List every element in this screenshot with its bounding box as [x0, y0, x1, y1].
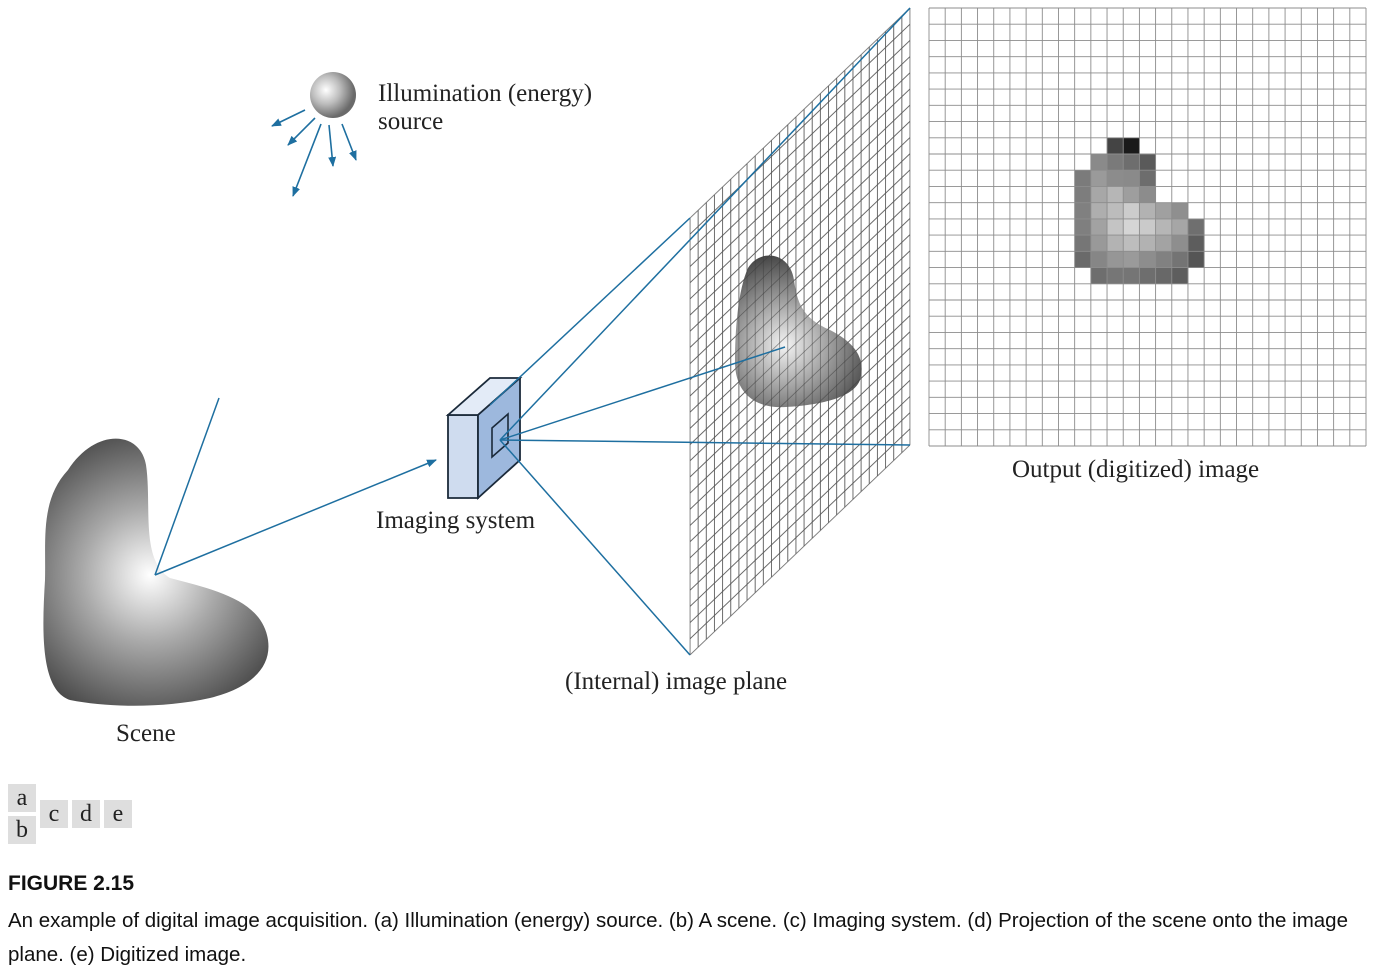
digitized-pixel: [1123, 137, 1140, 155]
digitized-pixel: [1107, 170, 1124, 187]
figure-caption: FIGURE 2.15 An example of digital image …: [8, 872, 1368, 972]
projection-rays: [154, 7, 911, 656]
digitized-pixel: [1123, 218, 1140, 236]
digitized-pixel: [1123, 202, 1140, 220]
digitized-pixel: [1107, 202, 1124, 220]
illumination-ray: [341, 123, 357, 161]
digitized-pixel: [1171, 202, 1189, 220]
digitized-pixel: [1090, 154, 1108, 171]
digitized-pixel: [1171, 218, 1189, 236]
digitized-pixel: [1090, 186, 1108, 203]
incident-ray: [154, 397, 220, 576]
digitized-pixel: [1155, 267, 1173, 285]
image-plane-grid-overlay: [690, 8, 910, 655]
digitized-pixel: [1123, 267, 1140, 285]
digitized-pixel: [1139, 154, 1156, 171]
projected-object: [735, 255, 862, 408]
imaging-system-box: [445, 376, 523, 501]
digitized-pixel: [1155, 218, 1173, 236]
figure-stage: Illumination (energy) source Imaging sys…: [43, 7, 1367, 747]
panel-c: c: [40, 800, 68, 828]
digitized-pixel: [1107, 267, 1124, 285]
illumination-rays: [271, 109, 357, 197]
scene-label: Scene: [116, 720, 176, 747]
panel-d: d: [72, 800, 100, 828]
digitized-pixel: [1155, 202, 1173, 220]
digitized-pixel: [1107, 251, 1124, 268]
digitized-pixel: [1107, 137, 1124, 155]
digitized-pixel: [1090, 202, 1108, 220]
illumination-ray: [292, 123, 322, 197]
digitized-pixel: [1171, 235, 1189, 252]
figure-number: FIGURE 2.15: [8, 872, 135, 895]
panel-b: b: [8, 816, 36, 844]
reflected-ray: [154, 459, 437, 576]
panel-e: e: [104, 800, 132, 828]
digitized-pixel: [1155, 235, 1173, 252]
digitized-pixel: [1139, 170, 1156, 187]
digitized-pixel: [1171, 251, 1189, 268]
digitized-pixel: [1107, 235, 1124, 252]
illumination-ray: [287, 117, 316, 146]
acquisition-diagram: Illumination (energy) source Imaging sys…: [43, 7, 1367, 747]
digitized-pixel: [1074, 235, 1092, 252]
caption-text: An example of digital image acquisition.…: [8, 909, 1348, 966]
digitized-pixel: [1107, 218, 1124, 236]
digitized-pixel: [1074, 186, 1092, 203]
digitized-pixel: [1123, 154, 1140, 171]
projection-line-center: [499, 346, 786, 441]
digitized-pixel: [1139, 186, 1156, 203]
digitized-pixel: [1139, 251, 1156, 268]
digitized-pixel: [1155, 251, 1173, 268]
imaging-system-label: Imaging system: [376, 507, 536, 534]
projection-line-top: [499, 7, 911, 441]
digitized-pixel: [1090, 235, 1108, 252]
projection-line-right: [499, 439, 911, 446]
digitized-pixel: [1107, 186, 1124, 203]
source-label-line2: source: [378, 108, 443, 135]
digitized-pixel: [1123, 235, 1140, 252]
digitized-pixel: [1123, 170, 1140, 187]
illumination-ray: [271, 109, 306, 127]
digitized-pixel: [1187, 235, 1205, 252]
panel-a: a: [8, 784, 36, 812]
illumination-source-icon: [310, 72, 356, 118]
projection-line-left: [489, 217, 691, 406]
digitized-pixel: [1123, 251, 1140, 268]
digitized-pixel: [1074, 170, 1092, 187]
digitized-pixel: [1090, 267, 1108, 285]
digitized-pixel: [1074, 251, 1092, 268]
output-image-label: Output (digitized) image: [1012, 456, 1259, 483]
source-label-line1: Illumination (energy): [378, 80, 592, 107]
digitized-pixel: [1090, 218, 1108, 236]
digitized-pixel: [1139, 218, 1156, 236]
digitized-pixel: [1139, 202, 1156, 220]
digitized-pixel: [1187, 251, 1205, 268]
digitized-pixel: [1074, 202, 1092, 220]
digitized-pixel: [1187, 218, 1205, 236]
digitized-pixel: [1074, 218, 1092, 236]
image-plane-label: (Internal) image plane: [565, 668, 787, 695]
illumination-ray: [328, 124, 337, 167]
digitized-pixel: [1139, 267, 1156, 285]
digitized-pixel: [1090, 170, 1108, 187]
digitized-pixel: [1123, 186, 1140, 203]
digitized-pixel: [1107, 154, 1124, 171]
digitized-pixel: [1139, 235, 1156, 252]
digitized-image: [928, 7, 1367, 447]
digitized-pixel: [1171, 267, 1189, 285]
digitized-pixel: [1090, 251, 1108, 268]
projection-line-bottom: [499, 439, 691, 656]
